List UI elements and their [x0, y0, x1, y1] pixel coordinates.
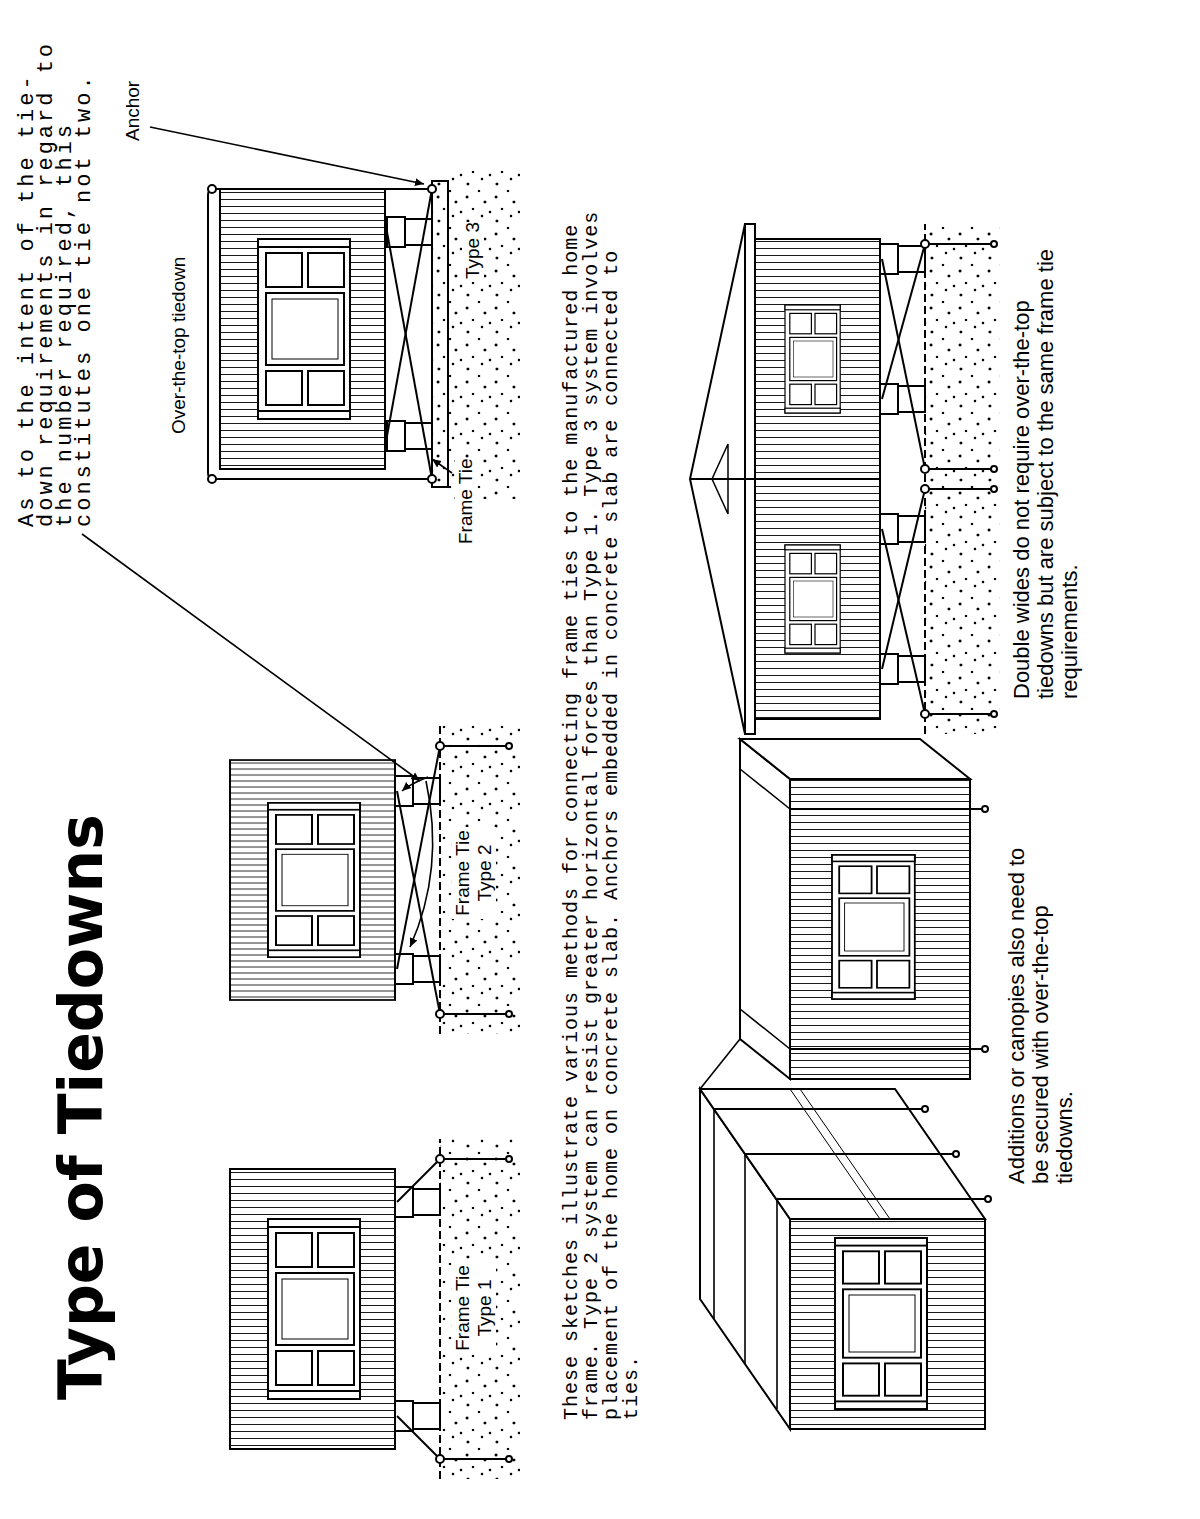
callout-label: Over-the-top tiedown — [168, 257, 190, 434]
note-text: As to the intent of the tie-down require… — [18, 37, 94, 527]
description-text: These sketches illustrate various method… — [562, 190, 642, 1420]
callout-label: Frame Tie — [455, 458, 477, 544]
type-label: Frame Tie Type 1 — [452, 1262, 496, 1354]
caption-text: Double wides do not require over-the-top… — [1010, 249, 1082, 699]
type-label: Type 3 — [462, 222, 484, 279]
type-label: Frame Tie Type 2 — [452, 827, 496, 919]
page-title: Type of Tiedowns — [46, 814, 116, 1400]
callout-label: Anchor — [122, 81, 144, 141]
caption-text: Additions or canopies also need to be se… — [1005, 824, 1077, 1184]
